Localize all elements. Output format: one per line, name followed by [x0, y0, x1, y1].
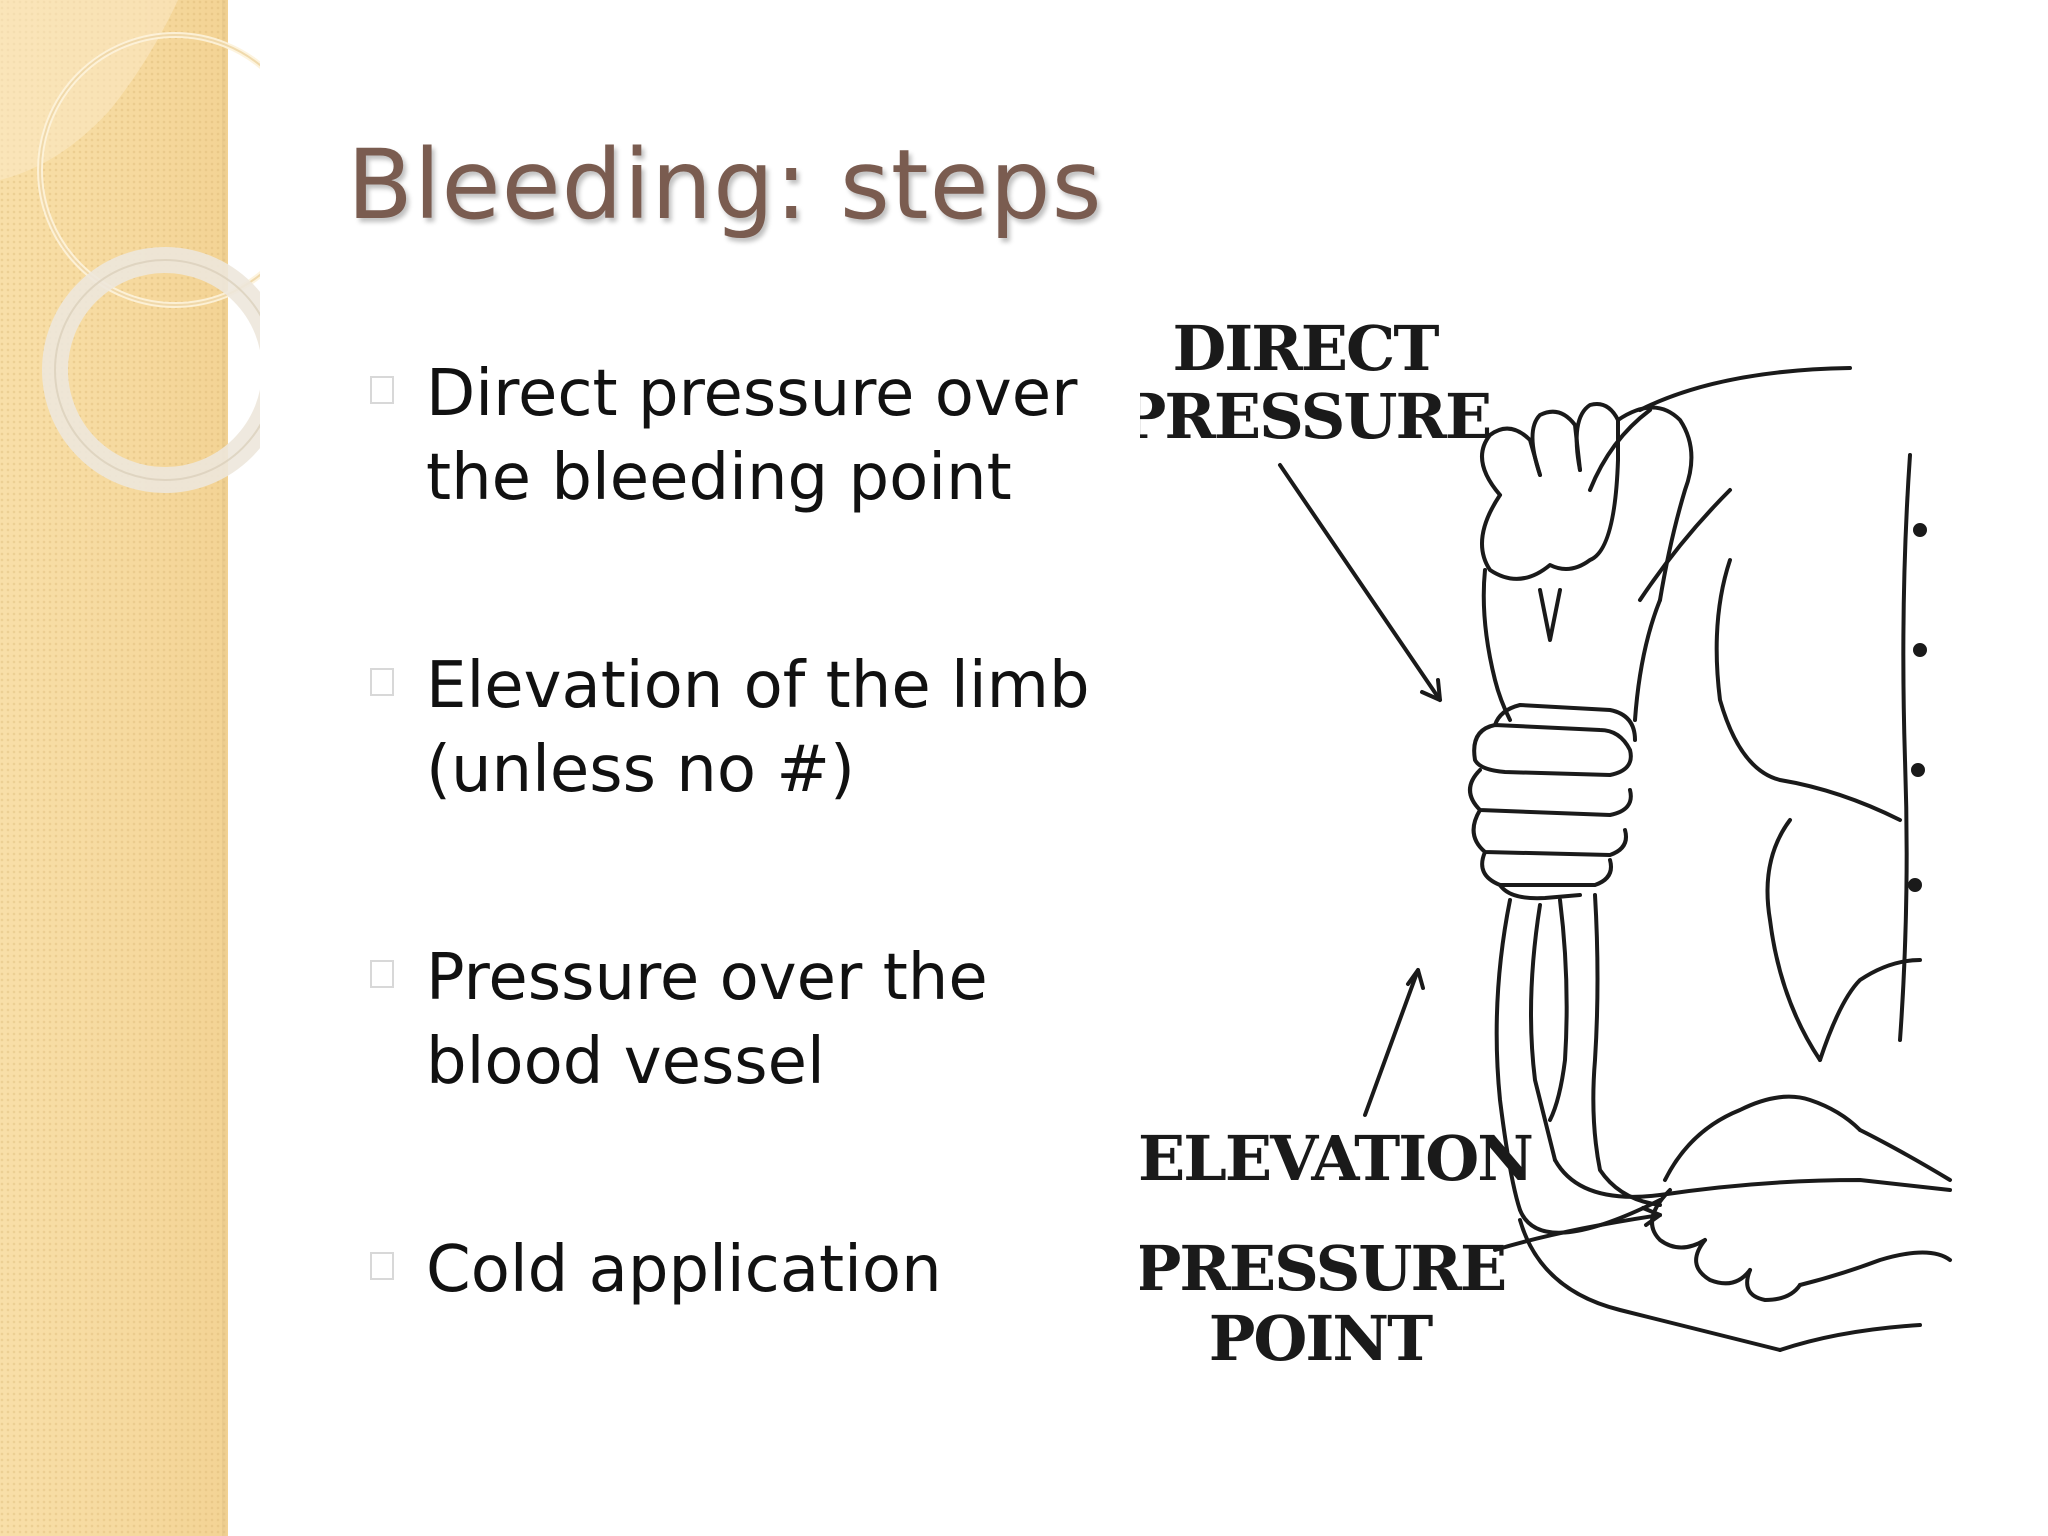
bullet-line: the bleeding point — [426, 441, 1012, 515]
bullet-marker-icon — [370, 668, 394, 696]
bullet-text: Elevation of the limb (unless no #) — [426, 644, 1146, 812]
bullet-line: (unless no #) — [426, 733, 855, 807]
first-aid-illustration: DIRECT PRESSURE ELEVATION PRESSURE POINT — [1140, 300, 1970, 1410]
bullet-line: Pressure over the — [426, 941, 988, 1015]
bullet-marker-icon — [370, 960, 394, 988]
bullet-line: Cold application — [426, 1233, 942, 1307]
bullet-text: Pressure over the blood vessel — [426, 936, 1146, 1104]
bullet-text: Direct pressure over the bleeding point — [426, 352, 1146, 520]
label-direct-line2: PRESSURE — [1140, 380, 1490, 453]
decorative-side-strip — [0, 0, 228, 1536]
side-strip-edge — [222, 0, 228, 1536]
bullet-line: Elevation of the limb — [426, 649, 1090, 723]
bullet-line: blood vessel — [426, 1025, 825, 1099]
bullet-marker-icon — [370, 376, 394, 404]
bullet-text: Cold application — [426, 1228, 1146, 1312]
label-direct-line1: DIRECT — [1172, 312, 1439, 385]
label-pressure-point-line1: PRESSURE — [1140, 1232, 1505, 1305]
bullet-line: Direct pressure over — [426, 357, 1078, 431]
label-pressure-point-line2: POINT — [1209, 1302, 1433, 1375]
slide-title: Bleeding: steps — [347, 129, 1103, 241]
arm-elevation-drawing: DIRECT PRESSURE ELEVATION PRESSURE POINT — [1140, 312, 1952, 1375]
bullet-marker-icon — [370, 1252, 394, 1280]
label-elevation: ELEVATION — [1140, 1122, 1532, 1195]
